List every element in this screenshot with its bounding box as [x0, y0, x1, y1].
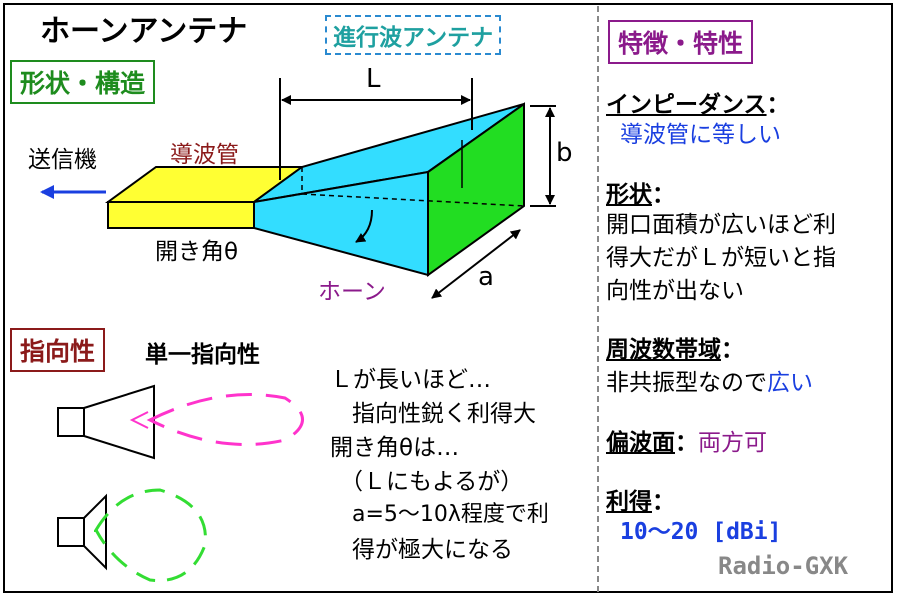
- page-title: ホーンアンテナ: [40, 14, 248, 49]
- directivity-type: 単一指向性: [145, 342, 260, 368]
- shape-line-2: 得大だがＬが短いと指: [606, 245, 836, 271]
- impedance-label: インピーダンス：: [606, 92, 790, 118]
- directivity-note-5: a=5〜10λ程度で利: [352, 502, 549, 527]
- section-shape: 形状・構造: [10, 60, 156, 104]
- directivity-note-1: Ｌが長いほど…: [330, 367, 491, 393]
- pattern-long-horn: [57, 384, 304, 460]
- shape-line-1: 開口面積が広いほど利: [606, 212, 836, 238]
- label-height: b: [556, 138, 573, 168]
- subtitle-badge: 進行波アンテナ: [325, 15, 502, 55]
- pattern-short-horn: [57, 488, 207, 583]
- directivity-note-3: 開き角θは…: [330, 435, 460, 461]
- directivity-note-2: 指向性鋭く利得大: [352, 401, 536, 427]
- outer-frame: [3, 3, 893, 593]
- label-horn: ホーン: [318, 279, 386, 305]
- gain-label: 利得：: [606, 489, 675, 515]
- impedance-value: 導波管に等しい: [620, 122, 781, 148]
- band-text: 非共振型なので広い: [606, 370, 813, 396]
- label-length: L: [366, 64, 381, 94]
- column-divider: [597, 6, 599, 592]
- label-transmitter: 送信機: [28, 147, 97, 173]
- logo-radio-gxk: Radio-GXK: [718, 552, 849, 580]
- band-label: 周波数帯域：: [606, 337, 744, 363]
- directivity-note-4: （Ｌにもよるが）: [340, 469, 524, 495]
- label-width: a: [478, 262, 494, 292]
- directivity-note-6: 得が極大になる: [352, 537, 513, 563]
- horn-shape: [253, 102, 525, 277]
- label-angle: 開き角θ: [155, 239, 239, 265]
- section-directivity: 指向性: [10, 328, 106, 372]
- shape-label: 形状：: [606, 182, 675, 208]
- polar-label: 偏波面：両方可: [606, 430, 767, 456]
- gain-value: 10〜20 [dBi]: [620, 519, 782, 545]
- shape-line-3: 向性が出ない: [606, 278, 744, 304]
- section-features: 特徴・特性: [608, 20, 754, 64]
- label-waveguide: 導波管: [170, 142, 239, 168]
- dimension-lines: [279, 78, 556, 299]
